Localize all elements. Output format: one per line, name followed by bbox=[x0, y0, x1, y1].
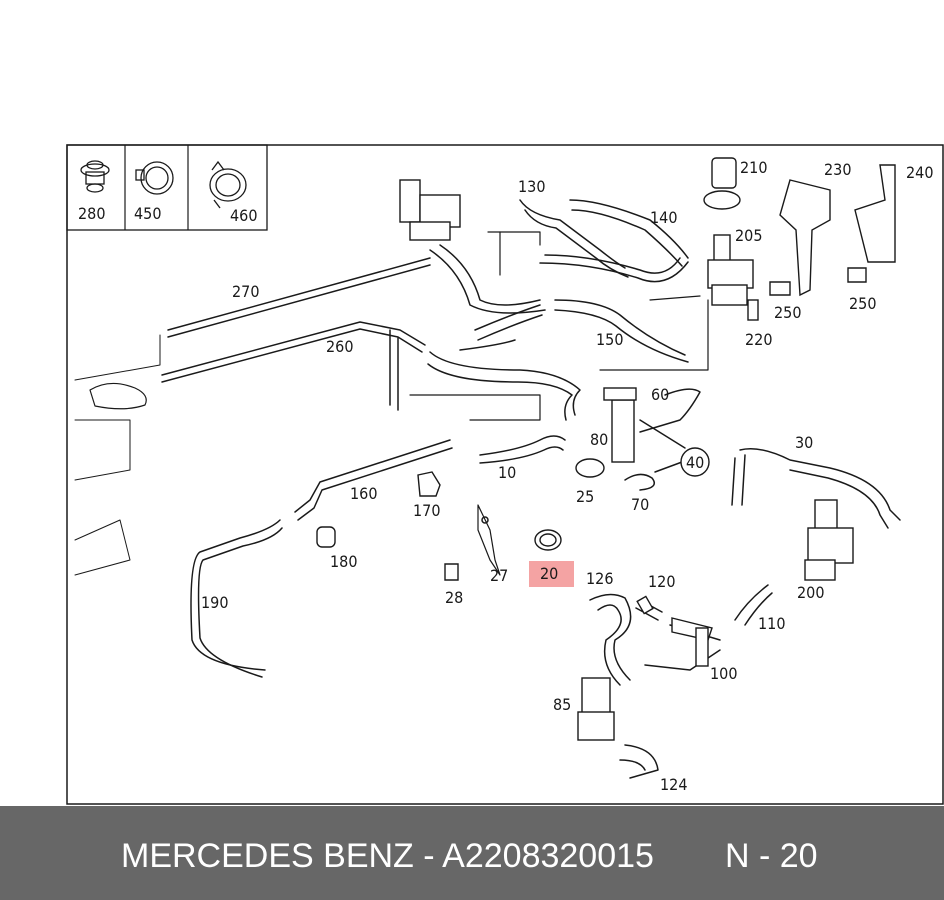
hose-clamp-icon bbox=[135, 161, 174, 195]
part-220 bbox=[747, 299, 759, 321]
part-label-205: 205 bbox=[735, 226, 762, 245]
part-label-280: 280 bbox=[78, 204, 105, 223]
part-label-70: 70 bbox=[631, 495, 649, 514]
part-label-210: 210 bbox=[740, 158, 767, 177]
part-label-80: 80 bbox=[590, 430, 608, 449]
part-label-200: 200 bbox=[797, 583, 824, 602]
part-label-270: 270 bbox=[232, 282, 259, 301]
hose-lines bbox=[74, 199, 901, 779]
part-label-160: 160 bbox=[350, 484, 377, 503]
components bbox=[316, 157, 896, 741]
part-label-28: 28 bbox=[445, 588, 463, 607]
part-label-460: 460 bbox=[230, 206, 257, 225]
part-180 bbox=[316, 526, 336, 548]
grommet-icon bbox=[80, 160, 110, 193]
parts-diagram: 280 450 460 bbox=[66, 144, 944, 805]
part-label-10: 10 bbox=[498, 463, 516, 482]
part-120 bbox=[636, 595, 654, 615]
part-label-240: 240 bbox=[906, 163, 933, 182]
part-label-20: 20 bbox=[540, 564, 558, 583]
part-label-230: 230 bbox=[824, 160, 851, 179]
footer-bar: MERCEDES BENZ - A2208320015 N - 20 bbox=[0, 806, 944, 900]
pump-80 bbox=[611, 399, 635, 463]
heater-valve-top bbox=[399, 179, 421, 223]
part-label-220: 220 bbox=[745, 330, 772, 349]
part-label-150: 150 bbox=[596, 330, 623, 349]
part-label-180: 180 bbox=[330, 552, 357, 571]
bracket-240 bbox=[854, 164, 896, 263]
part-label-40: 40 bbox=[686, 453, 704, 472]
footer-brand-part-number: MERCEDES BENZ - A2208320015 bbox=[121, 837, 654, 875]
part-label-27: 27 bbox=[490, 566, 508, 585]
spring-clamp-icon bbox=[209, 160, 247, 209]
valve-210 bbox=[711, 157, 737, 189]
bolt-28 bbox=[444, 563, 459, 581]
bolt-250-b bbox=[847, 267, 867, 283]
part-label-85: 85 bbox=[553, 695, 571, 714]
valve-200 bbox=[814, 499, 838, 531]
part-label-110: 110 bbox=[758, 614, 785, 633]
part-label-126: 126 bbox=[586, 569, 613, 588]
part-labels: 10 20 25 27 28 30 40 60 70 80 85 100 110… bbox=[201, 158, 933, 794]
part-170 bbox=[417, 471, 441, 497]
bracket-230 bbox=[779, 179, 831, 297]
part-label-250-a: 250 bbox=[774, 303, 801, 322]
part-label-60: 60 bbox=[651, 385, 669, 404]
highlight-box bbox=[529, 561, 574, 587]
clamp-25 bbox=[575, 458, 605, 478]
legend-box: 280 450 460 bbox=[66, 144, 268, 231]
part-label-100: 100 bbox=[710, 664, 737, 683]
part-label-130: 130 bbox=[518, 177, 545, 196]
part-label-25: 25 bbox=[576, 487, 594, 506]
part-label-190: 190 bbox=[201, 593, 228, 612]
callout-40 bbox=[680, 447, 710, 477]
part-label-124: 124 bbox=[660, 775, 687, 794]
part-label-250-b: 250 bbox=[849, 294, 876, 313]
part-label-260: 260 bbox=[326, 337, 353, 356]
part-label-450: 450 bbox=[134, 204, 161, 223]
bolt-250-a bbox=[769, 281, 791, 296]
part-label-170: 170 bbox=[413, 501, 440, 520]
diagram-frame bbox=[66, 144, 944, 805]
part-label-30: 30 bbox=[795, 433, 813, 452]
part-label-140: 140 bbox=[650, 208, 677, 227]
part-label-120: 120 bbox=[648, 572, 675, 591]
footer-position-number: N - 20 bbox=[725, 837, 818, 875]
